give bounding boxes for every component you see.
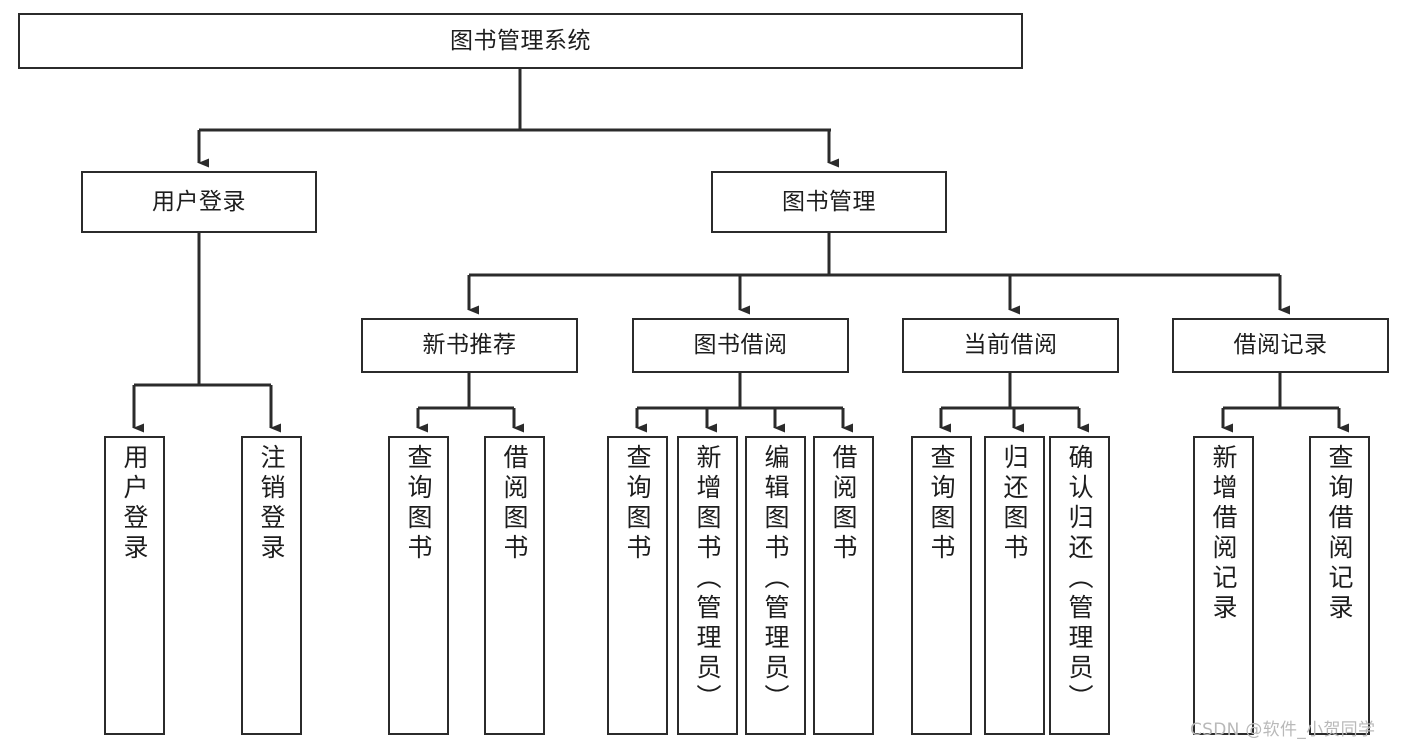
node-leaf-query-book-2-label: 查询图书 [623, 444, 652, 564]
node-leaf-query-record-label: 查询借阅记录 [1325, 444, 1354, 624]
node-leaf-user-login-label: 用户登录 [120, 444, 149, 564]
node-leaf-add-book[interactable]: 新增图书（管理员） [677, 436, 738, 735]
node-user-login[interactable]: 用户登录 [81, 171, 317, 233]
node-leaf-user-logout-label: 注销登录 [257, 444, 286, 564]
node-current-borrow[interactable]: 当前借阅 [902, 318, 1119, 373]
node-leaf-edit-book[interactable]: 编辑图书（管理员） [745, 436, 806, 735]
node-leaf-edit-book-label: 编辑图书（管理员） [761, 444, 790, 714]
node-leaf-borrow-book-2-label: 借阅图书 [829, 444, 858, 564]
node-book-borrow-label: 图书借阅 [693, 332, 788, 359]
node-new-book-rec[interactable]: 新书推荐 [361, 318, 578, 373]
node-book-borrow[interactable]: 图书借阅 [632, 318, 849, 373]
node-leaf-borrow-book-1-label: 借阅图书 [500, 444, 529, 564]
node-root-label: 图书管理系统 [450, 27, 591, 54]
node-leaf-borrow-book-2[interactable]: 借阅图书 [813, 436, 874, 735]
node-leaf-confirm-return[interactable]: 确认归还（管理员） [1049, 436, 1110, 735]
node-leaf-query-book-1[interactable]: 查询图书 [388, 436, 449, 735]
node-leaf-query-book-1-label: 查询图书 [404, 444, 433, 564]
node-root[interactable]: 图书管理系统 [18, 13, 1023, 69]
node-leaf-query-book-3-label: 查询图书 [927, 444, 956, 564]
node-leaf-add-record[interactable]: 新增借阅记录 [1193, 436, 1254, 735]
node-leaf-user-login[interactable]: 用户登录 [104, 436, 165, 735]
node-new-book-rec-label: 新书推荐 [422, 332, 517, 359]
node-leaf-confirm-return-label: 确认归还（管理员） [1065, 444, 1094, 714]
node-leaf-return-book[interactable]: 归还图书 [984, 436, 1045, 735]
node-leaf-query-record[interactable]: 查询借阅记录 [1309, 436, 1370, 735]
node-leaf-query-book-3[interactable]: 查询图书 [911, 436, 972, 735]
node-current-borrow-label: 当前借阅 [963, 332, 1058, 359]
node-borrow-record-label: 借阅记录 [1233, 332, 1328, 359]
node-user-login-label: 用户登录 [152, 188, 246, 215]
node-leaf-query-book-2[interactable]: 查询图书 [607, 436, 668, 735]
node-leaf-add-book-label: 新增图书（管理员） [693, 444, 722, 714]
node-leaf-add-record-label: 新增借阅记录 [1209, 444, 1238, 624]
node-book-manage-label: 图书管理 [782, 188, 876, 215]
node-borrow-record[interactable]: 借阅记录 [1172, 318, 1389, 373]
node-leaf-borrow-book-1[interactable]: 借阅图书 [484, 436, 545, 735]
node-leaf-return-book-label: 归还图书 [1000, 444, 1029, 564]
node-leaf-user-logout[interactable]: 注销登录 [241, 436, 302, 735]
node-book-manage[interactable]: 图书管理 [711, 171, 947, 233]
csdn-watermark: CSDN @软件_小贺同学 [1190, 720, 1376, 740]
